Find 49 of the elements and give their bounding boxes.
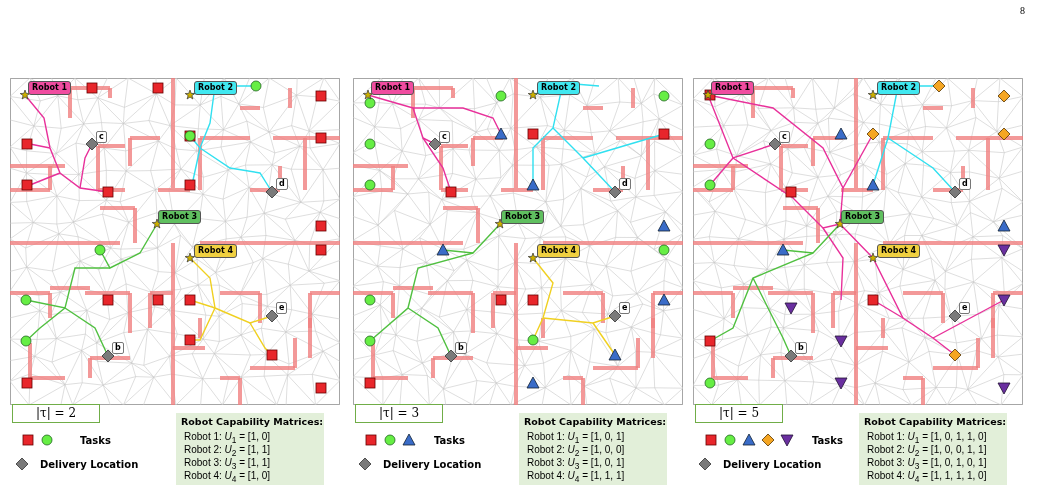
location-letter: d [276,178,288,190]
location-letter: e [619,302,631,314]
panel-heading: Robot Capability Matrices: [181,416,324,427]
legend-label: Tasks [434,435,465,446]
tau-label: |τ| = 5 [695,404,783,423]
robot-tag: Robot 1 [28,81,72,95]
matrix-row-text: Robot 3: U$_{3}$ = [1, 1] [184,456,271,471]
matrix-row: Robot 4: U$_{4}$ = [1, 0] [184,469,271,486]
location-letter: d [959,178,971,190]
panel-heading: Robot Capability Matrices: [524,416,667,427]
matrix-row-text: Robot 2: U$_{2}$ = [1, 1] [184,443,271,458]
matrix-row-text: Robot 1: U$_{1}$ = [1, 0, 1] [527,430,625,445]
location-letter: c [779,131,790,143]
matrix-row: Robot 4: U$_{4}$ = [1, 1, 1] [527,469,625,486]
location-letter: d [619,178,631,190]
tau-label: |τ| = 3 [355,404,443,423]
robot-tag: Robot 3 [841,210,885,224]
legend-label: Delivery Location [723,459,822,470]
robot-tag: Robot 4 [537,244,581,258]
location-letter: e [959,302,971,314]
robot-tag: Robot 3 [158,210,202,224]
location-letter: c [439,131,450,143]
legend-label: Tasks [80,435,111,446]
location-letter: e [276,302,288,314]
matrix-row-text: Robot 1: U$_{1}$ = [1, 0] [184,430,271,445]
matrix-row-text: Robot 3: U$_{3}$ = [1, 0, 1, 0, 1] [867,456,987,471]
robot-tag: Robot 4 [194,244,238,258]
robot-tag: Robot 4 [877,244,921,258]
matrix-row-text: Robot 2: U$_{2}$ = [1, 0, 0] [527,443,625,458]
matrix-row-text: Robot 2: U$_{2}$ = [1, 0, 0, 1, 1] [867,443,987,458]
location-letter: c [96,131,107,143]
robot-tag: Robot 2 [877,81,921,95]
robot-tag: Robot 2 [194,81,238,95]
matrix-row-text: Robot 1: U$_{1}$ = [1, 0, 1, 1, 0] [867,430,987,445]
tau-label: |τ| = 2 [12,404,100,423]
legend-label: Delivery Location [383,459,482,470]
robot-tag: Robot 2 [537,81,581,95]
matrix-row: Robot 4: U$_{4}$ = [1, 1, 1, 1, 0] [867,469,987,486]
matrix-row-text: Robot 3: U$_{3}$ = [1, 0, 1] [527,456,625,471]
robot-tag: Robot 1 [711,81,755,95]
robot-tag: Robot 1 [371,81,415,95]
robot-tag: Robot 3 [501,210,545,224]
page-number: 8 [1020,5,1025,16]
location-letter: b [112,342,124,354]
legend-label: Tasks [812,435,843,446]
panel-heading: Robot Capability Matrices: [864,416,1007,427]
location-letter: b [455,342,467,354]
legend-label: Delivery Location [40,459,139,470]
location-letter: b [795,342,807,354]
